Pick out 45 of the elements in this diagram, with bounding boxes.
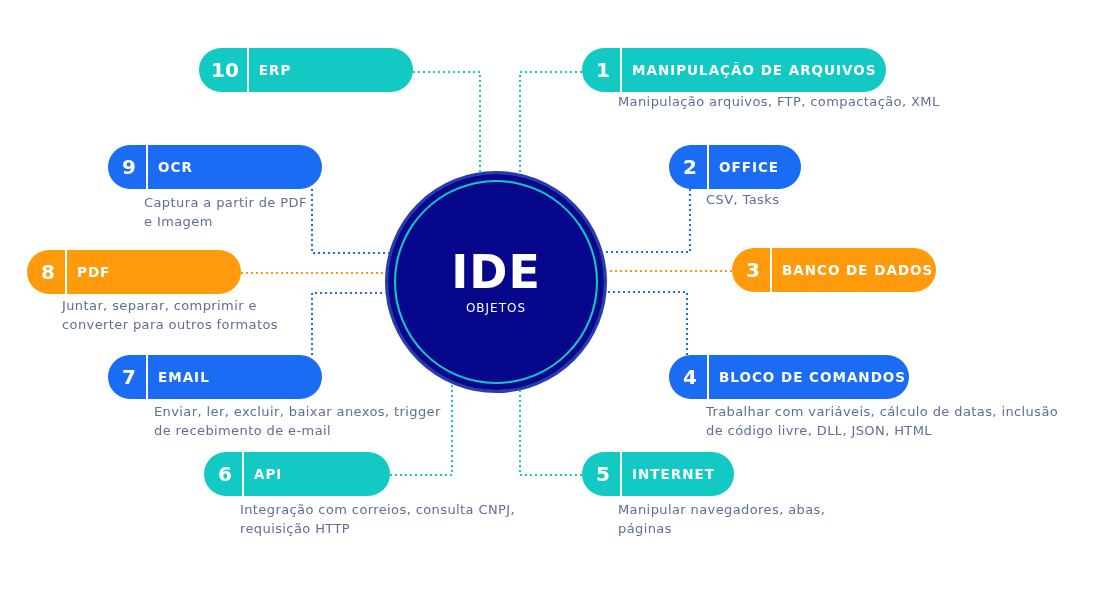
category-title: ERP xyxy=(246,48,292,92)
category-title: API xyxy=(242,452,283,496)
description-text: Manipular navegadores, abas, páginas xyxy=(618,501,827,538)
category-title: OCR xyxy=(146,145,193,189)
dotted-connector xyxy=(389,382,453,476)
description-text: Enviar, ler, excluir, baixar anexos, trigger de recebimento de e-mail xyxy=(154,403,442,440)
dotted-connector xyxy=(519,71,583,175)
step-number: 1 xyxy=(595,58,611,82)
description-text: Trabalhar com variáveis, cálculo de datas, inclusão de código livre, DLL, JSON, HTML xyxy=(706,403,1060,440)
step-number: 3 xyxy=(745,258,761,282)
step-number: 10 xyxy=(210,58,240,82)
description-text: Captura a partir de PDF e Imagem xyxy=(144,194,308,231)
category-pill xyxy=(732,248,936,292)
description-text: Manipulação arquivos, FTP, compactação, XML xyxy=(618,93,941,111)
center-subtitle: OBJETOS xyxy=(465,301,527,315)
category-title: EMAIL xyxy=(146,355,210,399)
category-pill xyxy=(204,452,390,496)
dotted-connector xyxy=(412,71,481,174)
dotted-connector xyxy=(605,291,688,356)
category-title: OFFICE xyxy=(707,145,780,189)
category-title: PDF xyxy=(65,250,111,294)
category-pill xyxy=(669,355,909,399)
description-text: CSV, Tasks xyxy=(706,191,781,209)
category-pill xyxy=(582,48,886,92)
description-text: Integração com correios, consulta CNPJ, requisição HTTP xyxy=(240,501,517,538)
step-number: 7 xyxy=(121,365,137,389)
category-pill xyxy=(27,250,241,294)
step-number: 2 xyxy=(682,155,698,179)
category-pill xyxy=(108,145,322,189)
category-title: INTERNET xyxy=(620,452,715,496)
step-number: 4 xyxy=(682,365,698,389)
step-number: 9 xyxy=(121,155,137,179)
category-title: MANIPULAÇÃO DE ARQUIVOS xyxy=(620,48,877,92)
step-number: 8 xyxy=(40,260,56,284)
category-pill xyxy=(669,145,801,189)
description-text: Juntar, separar, comprimir e converter para outros formatos xyxy=(62,297,279,334)
step-number: 5 xyxy=(595,462,611,486)
category-pill xyxy=(199,48,413,92)
category-pill xyxy=(108,355,322,399)
category-title: BANCO DE DADOS xyxy=(770,248,934,292)
step-number: 6 xyxy=(217,462,233,486)
category-pill xyxy=(582,452,734,496)
category-title: BLOCO DE COMANDOS xyxy=(707,355,907,399)
dotted-connector xyxy=(519,389,583,476)
center-title: IDE xyxy=(451,249,541,295)
